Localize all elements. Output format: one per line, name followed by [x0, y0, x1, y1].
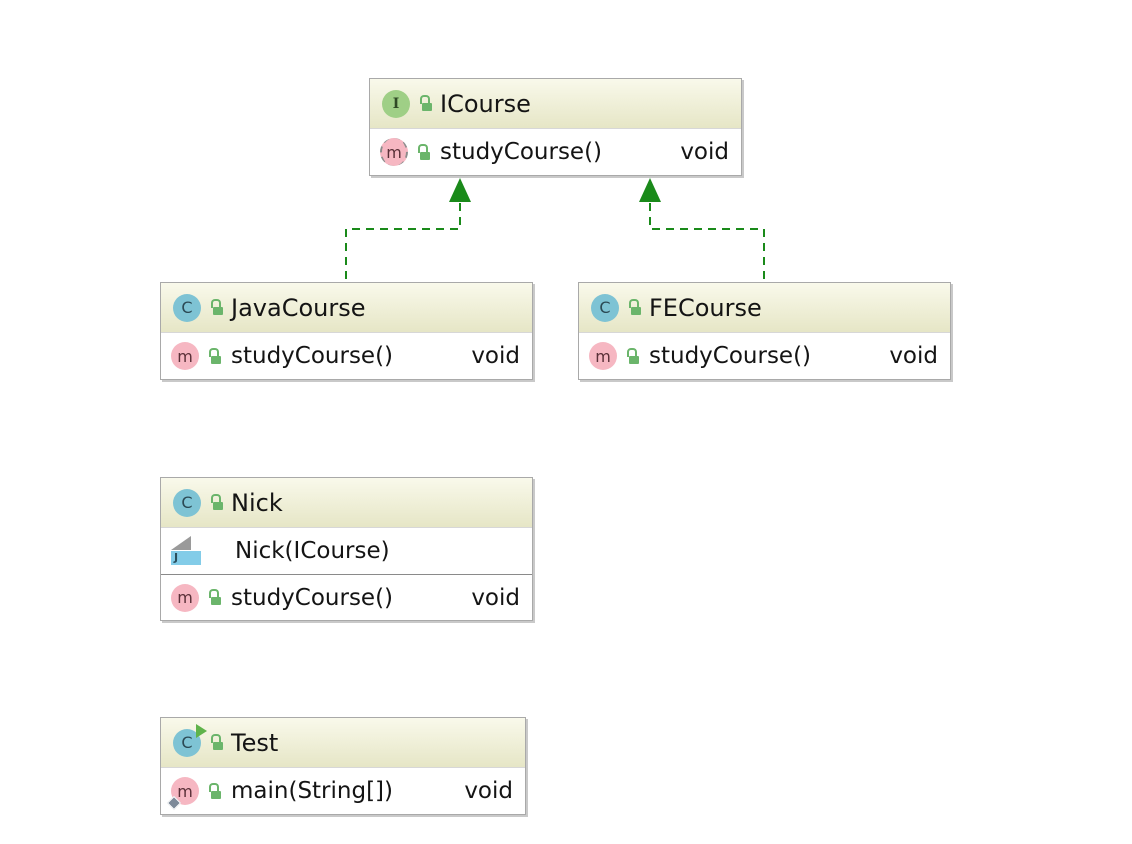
- member-row[interactable]: m main(String[]) void: [161, 768, 525, 814]
- member-name: main(String[]): [231, 778, 393, 804]
- member-type: void: [889, 343, 938, 369]
- public-lock-icon: [209, 782, 221, 800]
- public-lock-icon: [211, 299, 223, 316]
- edge-javacourse-arrowhead: [449, 178, 471, 202]
- public-lock-icon: [209, 347, 221, 365]
- runnable-class-icon: C: [173, 723, 207, 757]
- edge-javacourse-line: [345, 199, 461, 279]
- member-name: studyCourse(): [440, 139, 603, 165]
- class-header: C JavaCourse: [161, 283, 532, 333]
- class-header: C Test: [161, 718, 525, 768]
- member-name: Nick(ICourse): [235, 538, 390, 564]
- member-type: void: [680, 139, 729, 165]
- class-box-test[interactable]: C Test m main(String[]) void: [160, 717, 526, 815]
- static-method-icon: m: [166, 777, 199, 811]
- class-box-javacourse[interactable]: C JavaCourse m studyCourse() void: [160, 282, 533, 380]
- edge-fecourse-line: [649, 199, 765, 279]
- class-name: JavaCourse: [231, 293, 366, 322]
- edge-javacourse-implements-icourse[interactable]: [345, 178, 471, 279]
- abstract-method-icon: m: [380, 138, 408, 166]
- member-row[interactable]: m studyCourse() void: [370, 129, 741, 175]
- member-name: studyCourse(): [231, 343, 394, 369]
- member-type: void: [464, 778, 513, 804]
- edge-fecourse-arrowhead: [639, 178, 661, 202]
- public-lock-icon: [629, 299, 641, 316]
- interface-icon: I: [382, 89, 410, 118]
- class-icon: C: [173, 293, 201, 322]
- public-lock-icon: [211, 494, 223, 511]
- member-row[interactable]: m studyCourse() void: [579, 333, 950, 379]
- class-header: I ICourse: [370, 79, 741, 129]
- public-lock-icon: [209, 589, 221, 606]
- public-lock-icon: [420, 95, 432, 112]
- class-name: FECourse: [649, 293, 762, 322]
- class-name: Nick: [231, 488, 283, 517]
- member-type: void: [471, 584, 520, 611]
- class-icon: C: [173, 488, 201, 517]
- method-icon-letter: m: [177, 781, 193, 801]
- member-row[interactable]: m studyCourse() void: [161, 574, 532, 620]
- class-icon-letter: C: [181, 733, 193, 752]
- class-name: ICourse: [440, 89, 531, 118]
- constructor-icon-letter: J: [171, 551, 201, 565]
- member-row[interactable]: J Nick(ICourse): [161, 528, 532, 574]
- method-icon: m: [171, 342, 199, 370]
- class-header: C Nick: [161, 478, 532, 528]
- run-arrow-icon: [196, 723, 207, 738]
- method-icon: m: [171, 583, 199, 612]
- public-lock-icon: [627, 347, 639, 365]
- class-box-fecourse[interactable]: C FECourse m studyCourse() void: [578, 282, 951, 380]
- class-box-nick[interactable]: C Nick J Nick(ICourse) m studyCourse() v…: [160, 477, 533, 621]
- class-icon: C: [591, 293, 619, 322]
- interface-box-icourse[interactable]: I ICourse m studyCourse() void: [369, 78, 742, 176]
- constructor-icon: J: [171, 536, 203, 566]
- public-lock-icon: [418, 143, 430, 161]
- public-lock-icon: [211, 734, 223, 751]
- method-icon: m: [589, 342, 617, 370]
- member-name: studyCourse(): [649, 343, 812, 369]
- constructor-icon-shape: [171, 536, 191, 550]
- edge-fecourse-implements-icourse[interactable]: [639, 178, 765, 279]
- member-name: studyCourse(): [231, 584, 394, 611]
- class-name: Test: [231, 728, 279, 757]
- member-row[interactable]: m studyCourse() void: [161, 333, 532, 379]
- member-type: void: [471, 343, 520, 369]
- class-header: C FECourse: [579, 283, 950, 333]
